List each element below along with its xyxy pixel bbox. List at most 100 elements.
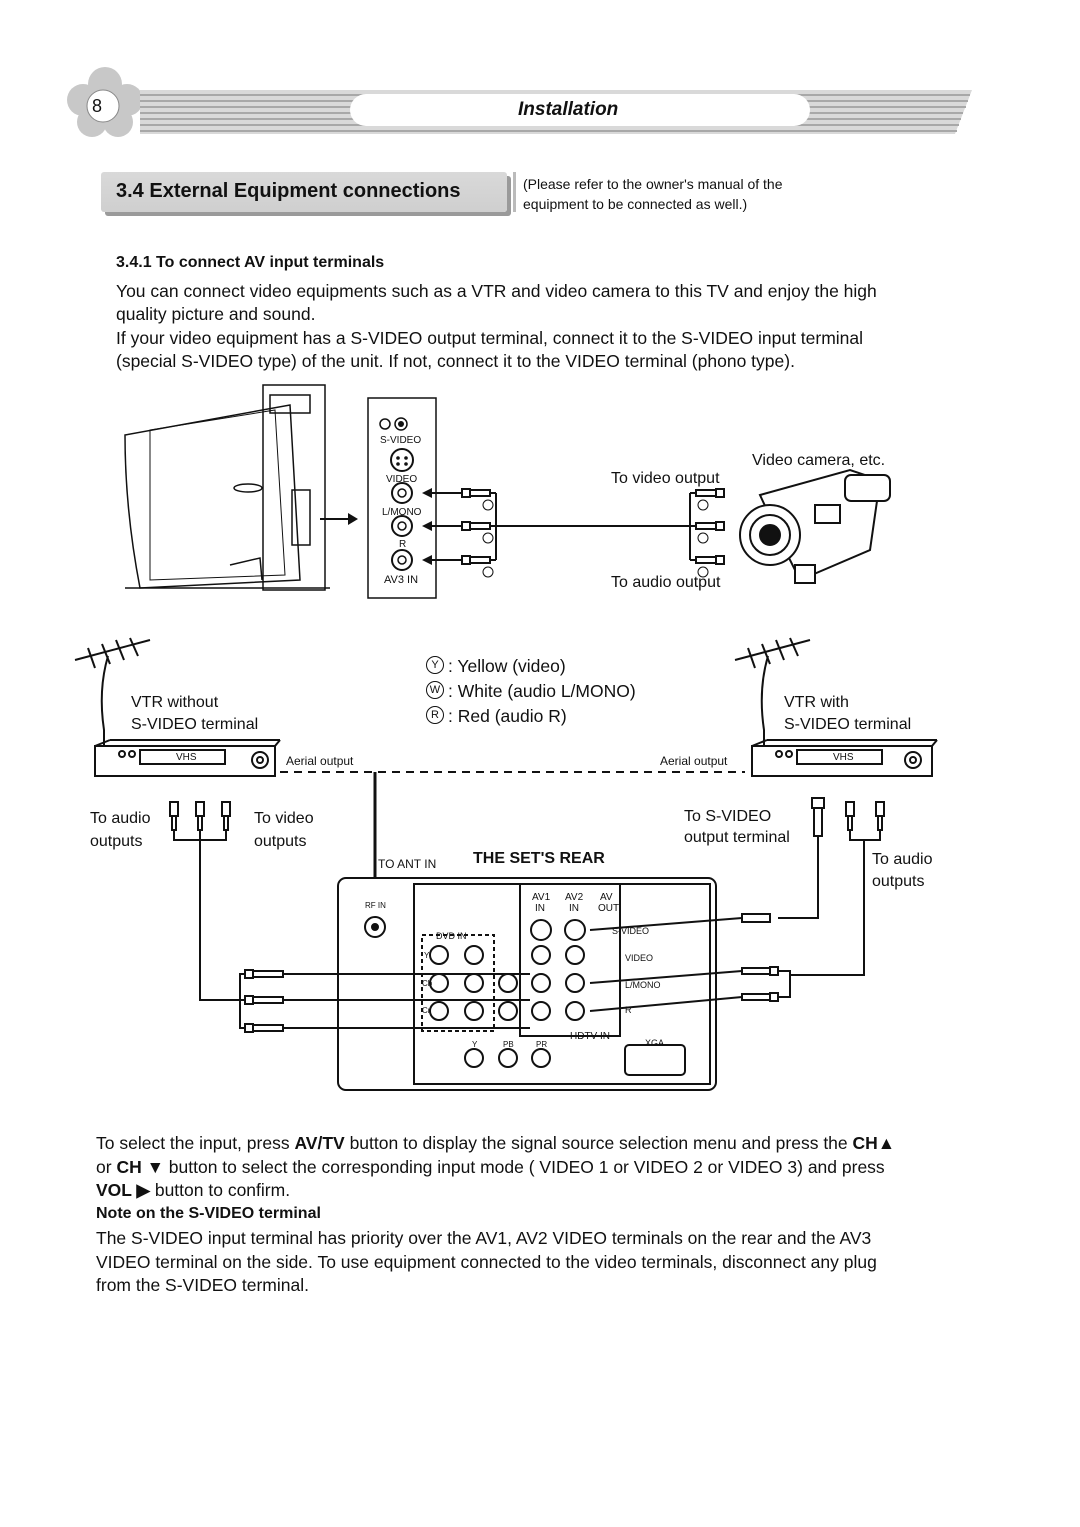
sets-rear-label: THE SET'S REAR xyxy=(473,850,605,867)
note-line1: The S-VIDEO input terminal has priority … xyxy=(96,1228,872,1248)
side-panel-video: VIDEO xyxy=(386,474,418,485)
arrow-head-icon xyxy=(348,513,358,525)
side-panel-r: R xyxy=(399,539,407,550)
section-tab-divider xyxy=(513,172,516,212)
av1-in-label: IN xyxy=(535,903,545,914)
section-note-line2: equipment to be connected as well.) xyxy=(523,196,748,212)
video-camera-icon xyxy=(739,468,891,584)
av2-in-label: IN xyxy=(569,903,579,914)
hdtv-in-label: HDTV IN xyxy=(570,1031,610,1042)
to-s-video-label: To S-VIDEO xyxy=(684,808,772,825)
legend-yellow-symbol: Y xyxy=(426,656,444,674)
tv-side-view xyxy=(124,384,330,591)
dvd-cr-label: Cr xyxy=(422,1006,431,1015)
rear-video-label: VIDEO xyxy=(625,953,654,963)
cable-plugs-right xyxy=(690,488,725,565)
rear-r-label: R xyxy=(625,1005,632,1015)
section-note-line1: (Please refer to the owner's manual of t… xyxy=(523,176,783,192)
vtr-without-line2: S-VIDEO terminal xyxy=(131,716,259,733)
instr-av-tv: AV/TV xyxy=(294,1133,345,1153)
header-banner xyxy=(67,67,972,137)
to-audio-right-line1: To audio xyxy=(872,851,933,868)
hdtv-pr-label: PR xyxy=(536,1040,548,1049)
rear-s-video-label: S-VIDEO xyxy=(612,926,650,936)
vtr-with-line2: S-VIDEO terminal xyxy=(784,716,912,733)
legend-red: : Red (audio R) xyxy=(448,706,567,726)
note-title: Note on the S-VIDEO terminal xyxy=(96,1205,321,1222)
legend-red-symbol: R xyxy=(426,706,444,724)
to-video-output-label: To video output xyxy=(611,470,720,487)
video-camera-label: Video camera, etc. xyxy=(752,452,886,469)
aerial-output-right: Aerial output xyxy=(660,754,728,768)
header-title: Installation xyxy=(518,99,619,120)
left-vtr-plugs xyxy=(169,801,245,1001)
instructions-line3: VOL ▶ button to confirm. xyxy=(96,1180,290,1201)
instr-vol: VOL ▶ xyxy=(96,1180,150,1200)
page-number: 8 xyxy=(92,96,103,116)
av-out-label: AV xyxy=(600,892,613,903)
out-label: OUT xyxy=(598,903,620,914)
to-audio-output-label: To audio output xyxy=(611,574,721,591)
side-panel-av3-in: AV3 IN xyxy=(384,574,419,586)
vtr-without-line1: VTR without xyxy=(131,694,219,711)
rear-cables-right xyxy=(589,913,791,1012)
note-line2: VIDEO terminal on the side. To use equip… xyxy=(96,1252,877,1272)
vtr-right-icon xyxy=(751,739,938,777)
headphone-icon xyxy=(379,418,391,430)
instr-line2-or: or xyxy=(96,1157,117,1177)
para2-line2: (special S-VIDEO type) of the unit. If n… xyxy=(116,351,795,371)
para1-line1: You can connect video equipments such as… xyxy=(116,281,877,301)
bottom-diagram xyxy=(74,637,938,1091)
av2-label: AV2 xyxy=(565,892,584,903)
outputs-left: outputs xyxy=(90,833,143,850)
instr-ch-down: CH ▼ xyxy=(116,1157,164,1177)
section-title-tab xyxy=(101,172,507,212)
to-audio-right-line2: outputs xyxy=(872,873,925,890)
side-panel-s-video: S-VIDEO xyxy=(380,435,422,446)
instructions-line1: To select the input, press AV/TV button … xyxy=(96,1133,895,1154)
subsection-title: 3.4.1 To connect AV input terminals xyxy=(116,254,385,271)
note-line3: from the S-VIDEO terminal. xyxy=(96,1275,309,1295)
av1-label: AV1 xyxy=(532,892,551,903)
dvd-cb-label: Cb xyxy=(422,979,433,988)
rear-cables-left xyxy=(239,969,530,1033)
instr-line3-rest: button to confirm. xyxy=(149,1180,291,1200)
vhs-right-label: VHS xyxy=(833,752,854,763)
dvd-in-label: DVD IN xyxy=(436,931,467,941)
side-av-panel xyxy=(367,397,437,599)
outputs-video: outputs xyxy=(254,833,307,850)
legend-white-symbol: W xyxy=(426,681,444,699)
right-vtr-plugs xyxy=(778,797,885,976)
rf-in-label: RF IN xyxy=(365,901,386,910)
instr-ch-up: CH▲ xyxy=(852,1133,896,1153)
dvd-y-label: Y xyxy=(424,951,430,960)
to-video-left: To video xyxy=(254,810,314,827)
section-title: 3.4 External Equipment connections xyxy=(116,180,461,202)
para2-line1: If your video equipment has a S-VIDEO ou… xyxy=(116,328,864,348)
header-stripes xyxy=(140,90,972,134)
rear-connectors xyxy=(429,919,686,1076)
instr-line2-rest: button to select the corresponding input… xyxy=(163,1157,885,1177)
to-ant-in-label: TO ANT IN xyxy=(378,857,437,871)
top-diagram xyxy=(124,384,891,599)
cable-plugs-left xyxy=(422,488,691,565)
legend-white: : White (audio L/MONO) xyxy=(448,681,636,701)
vhs-left-label: VHS xyxy=(176,752,197,763)
hdtv-y-label: Y xyxy=(472,1040,478,1049)
antenna-left-icon xyxy=(74,637,151,745)
xga-label: XGA xyxy=(645,1038,665,1048)
plug-color-markers xyxy=(482,499,709,578)
vtr-with-line1: VTR with xyxy=(784,694,849,711)
legend-yellow: : Yellow (video) xyxy=(448,656,566,676)
antenna-right-icon xyxy=(734,637,811,745)
hdtv-pb-label: PB xyxy=(503,1040,514,1049)
side-panel-l-mono: L/MONO xyxy=(382,507,422,518)
output-terminal-label: output terminal xyxy=(684,829,790,846)
instructions-line2: or CH ▼ button to select the correspondi… xyxy=(96,1157,885,1178)
flower-icon xyxy=(67,67,143,137)
para1-line2: quality picture and sound. xyxy=(116,304,316,324)
vtr-left-icon xyxy=(94,739,281,777)
aerial-output-left: Aerial output xyxy=(286,754,354,768)
rear-l-mono-label: L/MONO xyxy=(625,980,661,990)
instr-line1-pre: To select the input, press xyxy=(96,1133,295,1153)
